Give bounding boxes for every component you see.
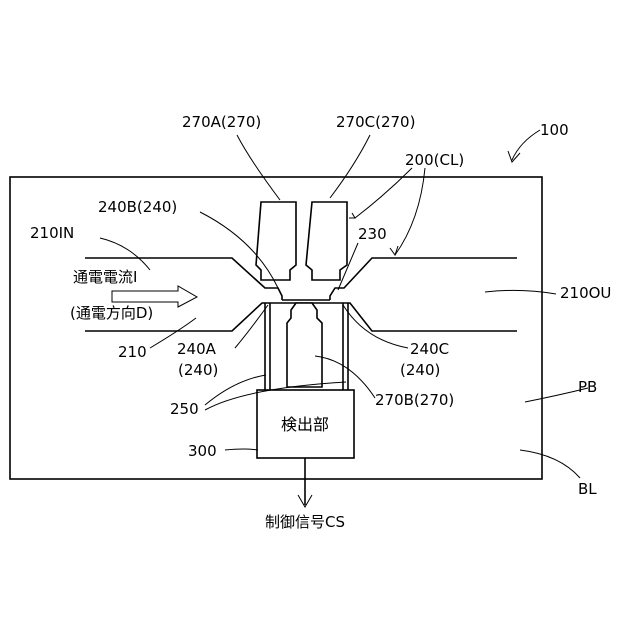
label-210: 210	[118, 343, 147, 361]
label-210in: 210IN	[30, 224, 74, 242]
label-240a: 240A	[177, 340, 217, 358]
pad-270a	[256, 202, 296, 280]
label-210ou: 210OU	[560, 284, 611, 302]
label-detector: 検出部	[281, 415, 329, 434]
label-270b: 270B(270)	[375, 391, 454, 409]
label-300: 300	[188, 442, 217, 460]
label-240c-sub: (240)	[400, 361, 440, 379]
label-pb: PB	[578, 378, 597, 396]
label-current-direction: (通電方向D)	[70, 304, 153, 322]
output-arrow	[298, 458, 312, 507]
pad-270b	[287, 303, 322, 387]
label-230: 230	[358, 225, 387, 243]
label-240b: 240B(240)	[98, 198, 177, 216]
label-250: 250	[170, 400, 199, 418]
label-100: 100	[540, 121, 569, 139]
label-270a: 270A(270)	[182, 113, 261, 131]
pad-270c	[306, 202, 347, 280]
label-bl: BL	[578, 480, 597, 498]
label-current: 通電電流I	[73, 268, 137, 286]
label-control-signal: 制御信号CS	[265, 513, 345, 531]
label-240a-sub: (240)	[178, 361, 218, 379]
label-270c: 270C(270)	[336, 113, 415, 131]
label-200-cl: 200(CL)	[405, 151, 464, 169]
label-240c: 240C	[410, 340, 449, 358]
